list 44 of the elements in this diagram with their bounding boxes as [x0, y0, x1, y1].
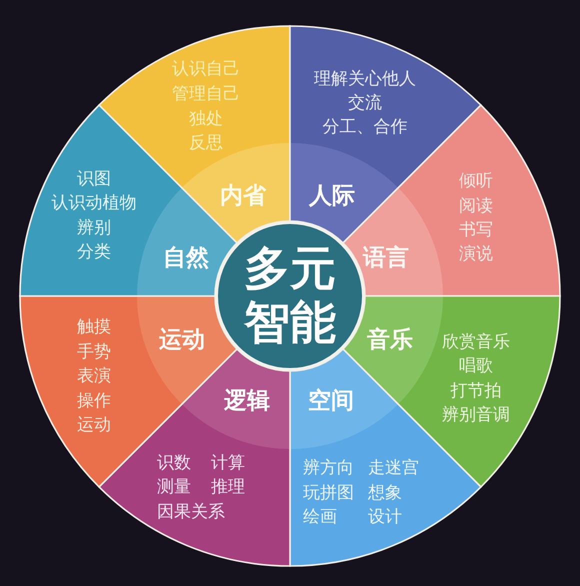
sector-item: 分类: [77, 243, 111, 263]
sector-item: 操作: [77, 392, 111, 412]
sector-item: 倾听: [459, 172, 493, 192]
sector-item: 推理: [211, 478, 245, 498]
sector-item: 绘画: [303, 508, 337, 528]
sector-heading: 逻辑: [224, 388, 270, 414]
sector-item: 识图: [77, 170, 111, 190]
sector-item: 辨别: [77, 219, 111, 239]
sector-heading: 内省: [220, 182, 266, 210]
sector-item: 辨方向: [303, 459, 354, 479]
sector-item: 辨别音调: [442, 406, 510, 426]
sector-item: 认识自己: [172, 60, 240, 80]
sector-item: 分工、合作: [322, 118, 408, 138]
sector-item: 玩拼图: [303, 484, 354, 504]
sector-item: 想象: [368, 484, 402, 504]
sector-item: 表演: [77, 367, 111, 387]
sector-item: 独处: [189, 110, 223, 130]
sector-heading: 音乐: [367, 326, 413, 354]
sector-item: 演说: [459, 245, 493, 265]
sector-item: 计算: [211, 454, 245, 474]
sector-item: 因果关系: [157, 503, 225, 523]
sector-item: 手势: [77, 343, 111, 363]
sector-item: 欣赏音乐: [442, 333, 510, 353]
sector-item: 阅读: [459, 197, 493, 217]
sector-item: 认识动植物: [52, 194, 136, 214]
sector-heading: 运动: [159, 326, 205, 354]
sector-heading: 人际: [309, 182, 355, 210]
sector-item: 触摸: [77, 318, 111, 338]
sector-item: 识数: [157, 454, 191, 474]
sector-item: 理解关心他人: [314, 70, 416, 90]
sector-item: 打节拍: [450, 382, 502, 402]
sector-item: 测量: [157, 478, 191, 498]
sector-item: 运动: [77, 416, 111, 436]
center-title: 多元智能: [242, 242, 337, 350]
sector-heading: 自然: [163, 244, 209, 272]
sector-heading: 语言: [363, 244, 409, 272]
sector-item: 交流: [348, 94, 382, 114]
sector-item: 走迷宫: [368, 459, 419, 479]
sector-item: 书写: [459, 221, 493, 241]
sector-item: 反思: [189, 134, 223, 154]
sector-item: 设计: [368, 508, 402, 528]
sector-heading: 空间: [308, 388, 354, 414]
sector-item: 唱歌: [459, 357, 493, 377]
sector-item: 管理自己: [172, 85, 240, 105]
